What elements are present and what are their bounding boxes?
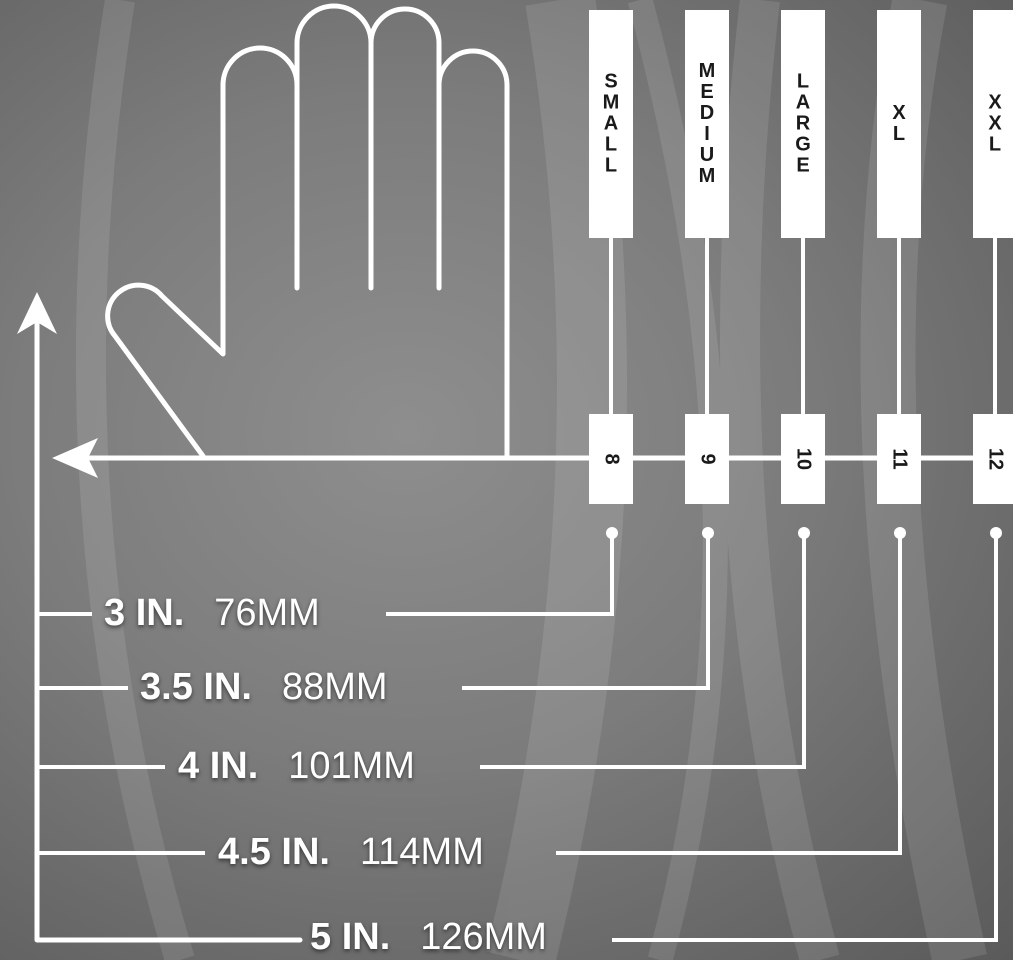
measurement-4in: 4 IN. 101MM bbox=[178, 745, 415, 788]
hand-outline bbox=[105, 3, 510, 459]
measurement-4-5in: 4.5 IN. 114MM bbox=[218, 831, 484, 874]
measurement-mm: 114MM bbox=[359, 831, 484, 873]
left-arrowhead bbox=[52, 438, 98, 478]
dot-10 bbox=[798, 527, 810, 539]
glove-size-number: 8 bbox=[600, 453, 623, 465]
size-label-xl: X L bbox=[877, 10, 921, 238]
glove-size-number: 10 bbox=[792, 447, 815, 471]
measurement-mm: 88MM bbox=[281, 666, 388, 708]
measurement-inches: 5 IN. bbox=[310, 916, 391, 958]
dot-12 bbox=[990, 527, 1002, 539]
measurement-3in: 3 IN. 76MM bbox=[104, 592, 320, 635]
measurement-3-5in: 3.5 IN. 88MM bbox=[140, 666, 388, 709]
measurement-inches: 4.5 IN. bbox=[218, 831, 330, 873]
measurement-inches: 4 IN. bbox=[178, 745, 259, 787]
glove-size-box-12: 12 bbox=[973, 414, 1013, 504]
up-arrowhead bbox=[17, 292, 57, 334]
size-label-large: L A R G E bbox=[781, 10, 825, 238]
measurement-mm: 126MM bbox=[420, 916, 547, 958]
glove-size-number: 9 bbox=[696, 453, 719, 465]
size-label-small: S M A L L bbox=[589, 10, 633, 238]
size-label-text: X X L bbox=[988, 91, 1002, 156]
glove-size-number: 12 bbox=[984, 447, 1007, 471]
glove-size-box-8: 8 bbox=[589, 414, 633, 504]
glove-size-box-9: 9 bbox=[685, 414, 729, 504]
size-label-xxl: X X L bbox=[973, 10, 1013, 238]
vertical-axis-line bbox=[34, 309, 303, 943]
size-label-text: S M A L L bbox=[602, 70, 620, 177]
leader-3-5in bbox=[37, 535, 710, 690]
glove-size-box-11: 11 bbox=[877, 414, 921, 504]
size-label-text: L A R G E bbox=[795, 70, 811, 177]
measurement-mm: 101MM bbox=[288, 745, 415, 787]
leader-5in bbox=[612, 535, 998, 942]
leader-4-5in bbox=[37, 535, 902, 855]
dot-8 bbox=[606, 527, 618, 539]
size-label-text: X L bbox=[892, 102, 906, 145]
dot-11 bbox=[894, 527, 906, 539]
measurement-inches: 3 IN. bbox=[104, 592, 185, 634]
measurement-5in: 5 IN. 126MM bbox=[310, 916, 547, 959]
leader-4in bbox=[37, 535, 806, 769]
measurement-mm: 76MM bbox=[214, 592, 320, 634]
dot-9 bbox=[702, 527, 714, 539]
measurement-inches: 3.5 IN. bbox=[140, 666, 252, 708]
glove-size-number: 11 bbox=[888, 448, 911, 470]
size-label-text: M E D I U M bbox=[698, 60, 716, 187]
size-label-medium: M E D I U M bbox=[685, 10, 729, 238]
leader-3in bbox=[37, 535, 614, 616]
glove-size-box-10: 10 bbox=[781, 414, 825, 504]
